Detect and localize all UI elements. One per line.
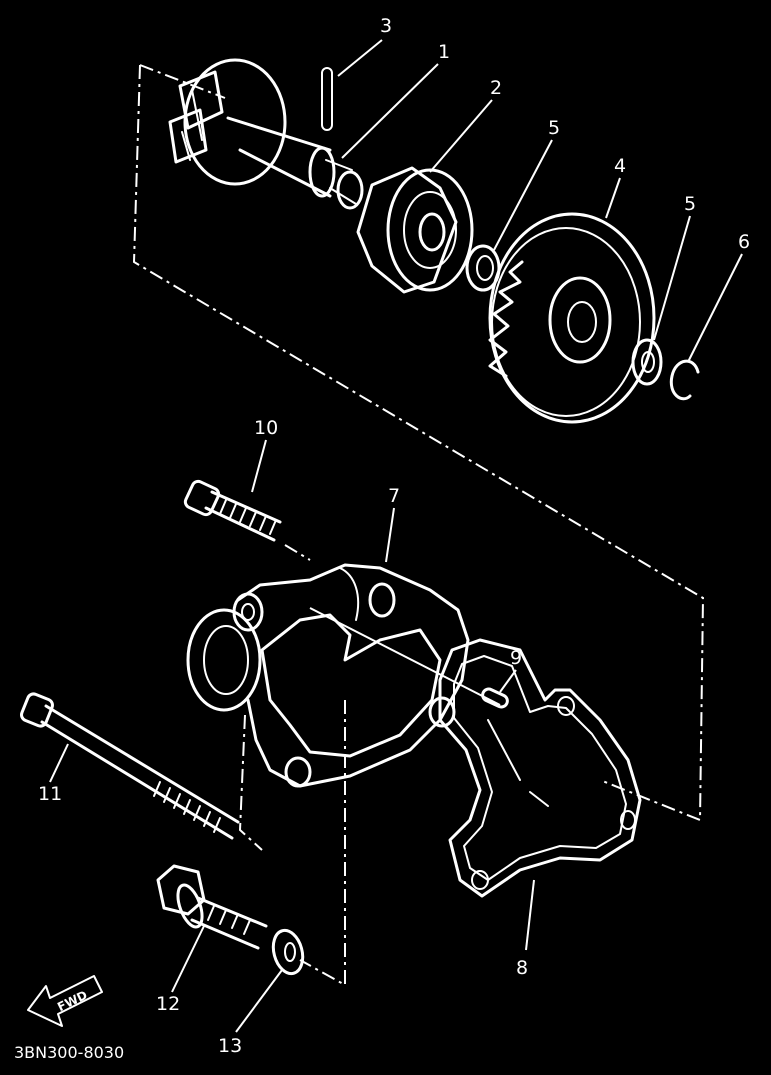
leader-11 (49, 743, 69, 783)
callout-9: 9 (510, 647, 522, 669)
drawing-code: 3BN300-8030 (14, 1043, 124, 1062)
callout-2: 2 (490, 77, 502, 99)
leader-10 (251, 439, 267, 493)
callout-5-right: 5 (684, 193, 696, 215)
leader-13 (235, 969, 283, 1033)
callout-5-left: 5 (548, 117, 560, 139)
callout-7: 7 (388, 485, 400, 507)
leader-5-left (493, 139, 553, 251)
gasket-part-8 (438, 638, 642, 898)
pump-housing-part-7 (186, 563, 501, 788)
leader-8 (525, 879, 535, 951)
bolt-part-10 (183, 479, 282, 542)
callout-8: 8 (516, 957, 528, 979)
leader-9 (499, 669, 517, 693)
callout-10: 10 (254, 417, 278, 439)
leader-4 (605, 177, 621, 219)
leader-7 (385, 507, 395, 563)
impeller-shaft-part-1 (168, 58, 364, 210)
bearing-part-2 (356, 166, 474, 294)
leader-6 (687, 253, 743, 363)
dowel-pin-part-9 (481, 687, 509, 709)
callout-3: 3 (380, 15, 392, 37)
callout-12: 12 (156, 993, 180, 1015)
flange-bolt-part-12 (156, 864, 268, 950)
leader-3 (337, 39, 383, 77)
assembly-outline-lower (238, 544, 346, 987)
leader-1 (341, 63, 439, 159)
washer-part-13 (271, 928, 305, 976)
assembly-outline-upper (132, 64, 705, 822)
leader-2 (429, 99, 493, 173)
leader-5-right (653, 215, 691, 341)
callout-1: 1 (438, 41, 450, 63)
pin-part-3 (321, 67, 333, 131)
callout-11: 11 (38, 783, 62, 805)
gear-part-4 (488, 212, 656, 424)
circlip-part-6 (669, 359, 700, 401)
leader-12 (171, 925, 205, 993)
callout-13: 13 (218, 1035, 242, 1057)
washer-part-5-right (631, 338, 663, 386)
long-bolt-part-11 (20, 692, 240, 840)
callout-4: 4 (614, 155, 626, 177)
fwd-direction-arrow: FWD (27, 975, 103, 1027)
callout-6: 6 (738, 231, 750, 253)
